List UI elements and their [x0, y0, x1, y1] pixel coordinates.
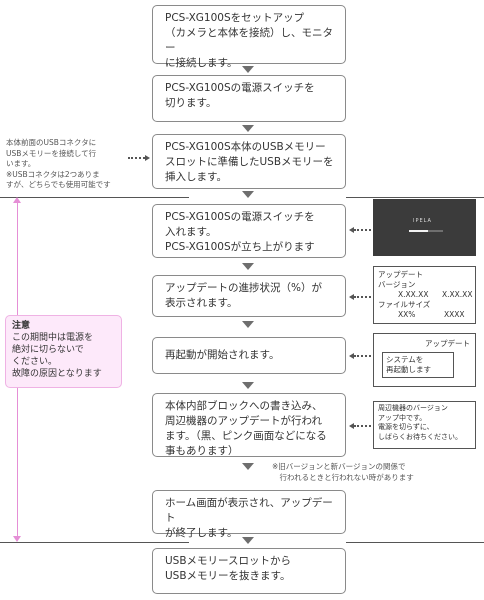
progress-row: XX% XXXX [378, 310, 471, 320]
filesize-label: ファイルサイズ [378, 300, 431, 309]
version-note: ※旧バージョンと新バージョンの関係で 行われるときと行われない時があります [272, 462, 414, 482]
step-insert-usb: PCS-XG100S本体のUSBメモリー スロットに準備したUSBメモリーを 挿… [152, 134, 346, 189]
peripheral-screen-arrow [349, 423, 371, 429]
update-progress-screen: アップデート バージョン X.XX.XX X.XX.XX ファイルサイズ XX%… [373, 266, 476, 324]
update-screen-arrow [349, 294, 371, 300]
caution-range-bottom-arrow [13, 536, 21, 542]
caution-body: この期間中は電源を 絶対に切らないで ください。 故障の原因となります [12, 333, 102, 379]
flow-arrow-7 [242, 463, 254, 470]
divider-top-left [0, 197, 189, 198]
caution-range-top-arrow [13, 197, 21, 203]
boot-screen-arrow [349, 227, 371, 233]
flow-arrow-5 [242, 321, 254, 328]
reboot-screen-title: アップデート [425, 339, 470, 348]
step-setup: PCS-XG100Sをセットアップ （カメラと本体を接続）し、モニター に接続し… [152, 5, 346, 69]
caution-title: 注意 [12, 321, 31, 331]
flow-arrow-6 [242, 382, 254, 389]
step-power-on: PCS-XG100Sの電源スイッチを 入れます。 PCS-XG100Sが立ち上が… [152, 204, 346, 258]
boot-progress-fill [409, 230, 428, 232]
flow-arrow-4 [242, 263, 254, 270]
boot-screen: IPELA [373, 199, 476, 256]
divider-bottom-right [346, 542, 484, 543]
step-power-off: PCS-XG100Sの電源スイッチを 切ります。 [152, 75, 346, 122]
usb-connector-note: 本体前面のUSBコネクタに USBメモリーを接続して行 います。 ※USBコネク… [6, 138, 111, 189]
flow-arrow-2 [242, 125, 254, 132]
file-size-value: XXXX [444, 310, 465, 319]
divider-top-right [346, 197, 484, 198]
version-row: X.XX.XX X.XX.XX [378, 290, 473, 300]
version-to: X.XX.XX [442, 290, 473, 299]
flow-arrow-8 [242, 537, 254, 544]
flow-arrow-3 [242, 191, 254, 198]
usb-note-arrow [128, 155, 150, 161]
reboot-screen-arrow [349, 353, 371, 359]
update-version-label: アップデート バージョン [378, 270, 423, 289]
reboot-screen: アップデート システムを 再起動します [373, 333, 476, 387]
step-remove-usb: USBメモリースロットから USBメモリーを抜きます。 [152, 548, 346, 594]
step-progress: アップデートの進捗状況（%）が 表示されます。 [152, 275, 346, 317]
boot-progress-bar [409, 230, 443, 232]
version-from: X.XX.XX [398, 290, 429, 299]
reboot-dialog: システムを 再起動します [382, 352, 454, 378]
step-write-update: 本体内部ブロックへの書き込み、 周辺機器のアップデートが行われ ます。（黒、ピン… [152, 393, 346, 457]
step-finish: ホーム画面が表示され、アップデート が終了します。 [152, 490, 346, 539]
boot-logo: IPELA [413, 218, 432, 224]
caution-box: 注意 この期間中は電源を 絶対に切らないで ください。 故障の原因となります [5, 315, 122, 388]
divider-bottom-left [0, 542, 189, 543]
peripheral-update-screen: 周辺機器のバージョン アップ中です。 電源を切らずに、 しばらくお待ちください。 [373, 401, 476, 449]
flow-arrow-1 [242, 66, 254, 73]
step-reboot: 再起動が開始されます。 [152, 337, 346, 374]
progress-percent: XX% [398, 310, 416, 319]
